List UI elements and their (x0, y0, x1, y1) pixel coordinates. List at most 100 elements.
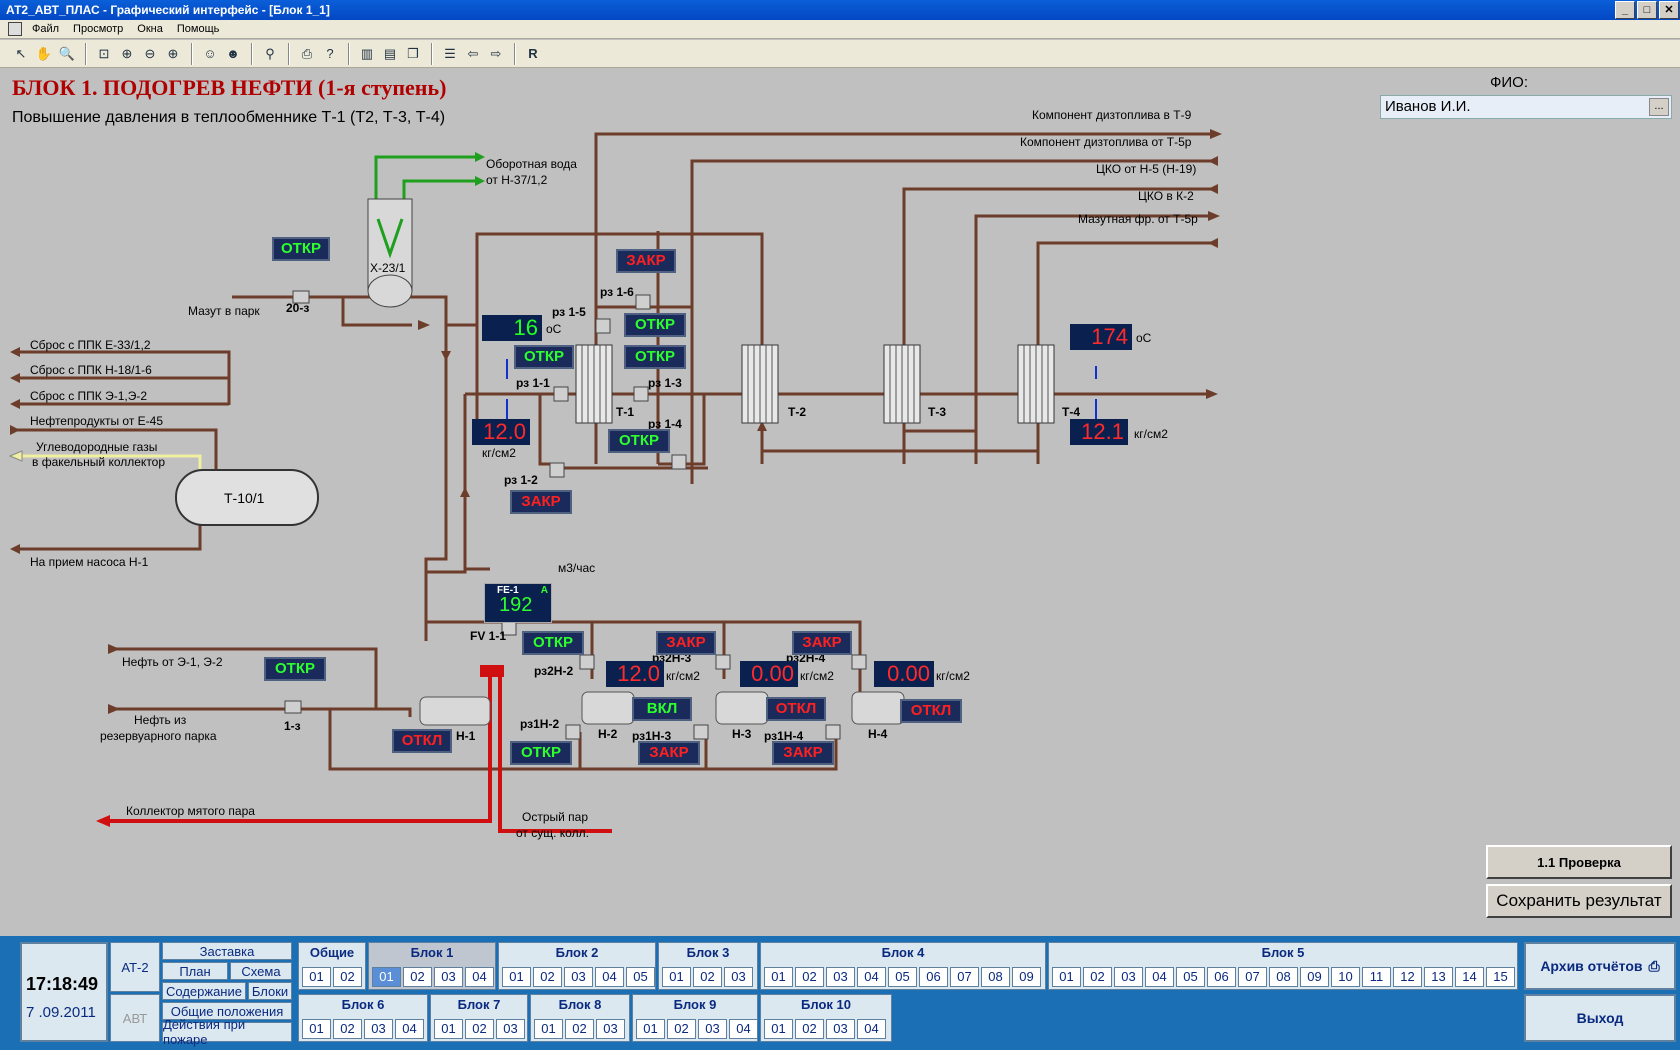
status-rz12[interactable]: ЗАКР (510, 490, 572, 514)
check-button[interactable]: 1.1 Проверка (1486, 845, 1672, 879)
save-result-button[interactable]: Сохранить результат (1486, 884, 1672, 918)
back-arrow-icon[interactable]: ⇦ (467, 45, 479, 61)
block-page-button[interactable]: 01 (764, 967, 793, 987)
block-page-button[interactable]: 03 (596, 1019, 625, 1039)
block-page-button[interactable]: 07 (1238, 967, 1267, 987)
archive-reports-button[interactable]: Архив отчётов ⎙ (1524, 942, 1676, 990)
block-page-button[interactable]: 03 (826, 967, 855, 987)
exit-button[interactable]: Выход (1524, 994, 1676, 1042)
forward-arrow-icon[interactable]: ⇨ (490, 45, 502, 61)
hand-icon[interactable]: ✋ (35, 45, 53, 61)
status-pump-h1[interactable]: ОТКЛ (392, 729, 452, 753)
block-page-button[interactable]: 02 (403, 967, 432, 987)
block-page-button[interactable]: 04 (465, 967, 494, 987)
block-page-button[interactable]: 09 (1012, 967, 1041, 987)
status-fv11[interactable]: ОТКР (522, 631, 584, 655)
binoculars-icon[interactable]: ⚲ (265, 45, 275, 61)
nav-bloki[interactable]: Блоки (248, 982, 292, 1000)
block-page-button[interactable]: 08 (1269, 967, 1298, 987)
print-icon[interactable]: ⎙ (301, 45, 313, 61)
block-page-button[interactable]: 05 (1176, 967, 1205, 987)
block-group-title[interactable]: Блок 8 (558, 997, 602, 1012)
block-page-button[interactable]: 04 (595, 967, 624, 987)
block-group-title[interactable]: Блок 10 (801, 997, 851, 1012)
block-page-button[interactable]: 03 (1114, 967, 1143, 987)
block-page-button[interactable]: 04 (1145, 967, 1174, 987)
block-page-button[interactable]: 09 (1300, 967, 1329, 987)
close-icon[interactable]: ✕ (1659, 1, 1679, 19)
block-page-button[interactable]: 14 (1455, 967, 1484, 987)
block-group-title[interactable]: Общие (309, 945, 355, 960)
block-page-button[interactable]: 04 (729, 1019, 758, 1039)
block-group-title[interactable]: Блок 3 (686, 945, 730, 960)
status-rz1h2[interactable]: ОТКР (510, 741, 572, 765)
block-page-button[interactable]: 13 (1424, 967, 1453, 987)
block-page-button[interactable]: 02 (465, 1019, 494, 1039)
block-page-button[interactable]: 04 (857, 967, 886, 987)
zoom-out-icon[interactable]: ⊖ (144, 45, 156, 61)
block-page-button[interactable]: 05 (888, 967, 917, 987)
help-icon[interactable]: ? (326, 46, 334, 61)
avt-button[interactable]: АВТ (110, 994, 160, 1042)
block-group-title[interactable]: Блок 7 (457, 997, 501, 1012)
nav-obshie-polozheniya[interactable]: Общие положения (162, 1002, 292, 1020)
block-page-button[interactable]: 03 (564, 967, 593, 987)
status-valve-1[interactable]: ОТКР (264, 657, 326, 681)
status-rz2h3[interactable]: ЗАКР (656, 631, 716, 655)
tile-vertical-icon[interactable]: ▥ (360, 45, 374, 61)
block-page-button[interactable]: 01 (534, 1019, 563, 1039)
status-rz1h4[interactable]: ЗАКР (772, 741, 834, 765)
block-group-title[interactable]: Блок 2 (555, 945, 599, 960)
block-page-button[interactable]: 11 (1362, 967, 1391, 987)
cascade-icon[interactable]: ❐ (407, 45, 419, 61)
users-icon[interactable]: ☺ (203, 46, 217, 61)
fio-input[interactable]: Иванов И.И. ... (1380, 95, 1672, 119)
status-pump-h4[interactable]: ОТКЛ (900, 699, 962, 723)
block-page-button[interactable]: 05 (626, 967, 655, 987)
block-page-button[interactable]: 07 (950, 967, 979, 987)
r-icon[interactable]: R (528, 46, 538, 61)
block-page-button[interactable]: 08 (981, 967, 1010, 987)
nav-plan[interactable]: План (162, 962, 228, 980)
pointer-icon[interactable]: ↖ (15, 45, 27, 61)
status-rz11[interactable]: ОТКР (514, 345, 574, 369)
block-page-button[interactable]: 06 (1207, 967, 1236, 987)
zoom-fit-icon[interactable]: ⊕ (121, 45, 133, 61)
block-page-button[interactable]: 01 (502, 967, 531, 987)
app-icon[interactable] (8, 22, 22, 36)
block-page-button[interactable]: 10 (1331, 967, 1360, 987)
zoom-in-icon[interactable]: ⊕ (167, 45, 179, 61)
menu-view[interactable]: Просмотр (73, 23, 124, 35)
block-page-button[interactable]: 01 (1052, 967, 1081, 987)
block-group-title[interactable]: Блок 9 (673, 997, 717, 1012)
maximize-icon[interactable]: □ (1637, 1, 1657, 19)
at2-button[interactable]: АТ-2 (110, 942, 160, 992)
block-page-button[interactable]: 01 (302, 1019, 331, 1039)
block-page-button[interactable]: 02 (795, 967, 824, 987)
status-rz16[interactable]: ЗАКР (616, 249, 676, 273)
block-page-button[interactable]: 15 (1486, 967, 1515, 987)
status-rz2h4[interactable]: ЗАКР (792, 631, 852, 655)
status-pump-h3[interactable]: ОТКЛ (766, 697, 826, 721)
status-valve-20[interactable]: ОТКР (272, 237, 330, 261)
block-page-button[interactable]: 01 (372, 967, 401, 987)
status-rz13[interactable]: ОТКР (624, 345, 686, 369)
status-rz15[interactable]: ОТКР (624, 313, 686, 337)
users-delete-icon[interactable]: ☻ (226, 46, 240, 61)
nav-zastavka[interactable]: Заставка (162, 942, 292, 960)
status-rz14[interactable]: ОТКР (608, 429, 670, 453)
menu-windows[interactable]: Окна (137, 23, 163, 35)
block-page-button[interactable]: 04 (857, 1019, 886, 1039)
block-page-button[interactable]: 02 (667, 1019, 696, 1039)
block-group-title[interactable]: Блок 1 (410, 945, 454, 960)
block-group-title[interactable]: Блок 5 (1261, 945, 1305, 960)
block-page-button[interactable]: 02 (333, 967, 362, 987)
window-list-icon[interactable]: ☰ (444, 45, 456, 61)
status-pump-h2[interactable]: ВКЛ (632, 697, 692, 721)
tile-horizontal-icon[interactable]: ▤ (383, 45, 397, 61)
minimize-icon[interactable]: _ (1615, 1, 1635, 19)
block-page-button[interactable]: 02 (795, 1019, 824, 1039)
block-group-title[interactable]: Блок 4 (881, 945, 925, 960)
block-page-button[interactable]: 03 (434, 967, 463, 987)
magnifier-icon[interactable]: 🔍 (58, 45, 76, 61)
